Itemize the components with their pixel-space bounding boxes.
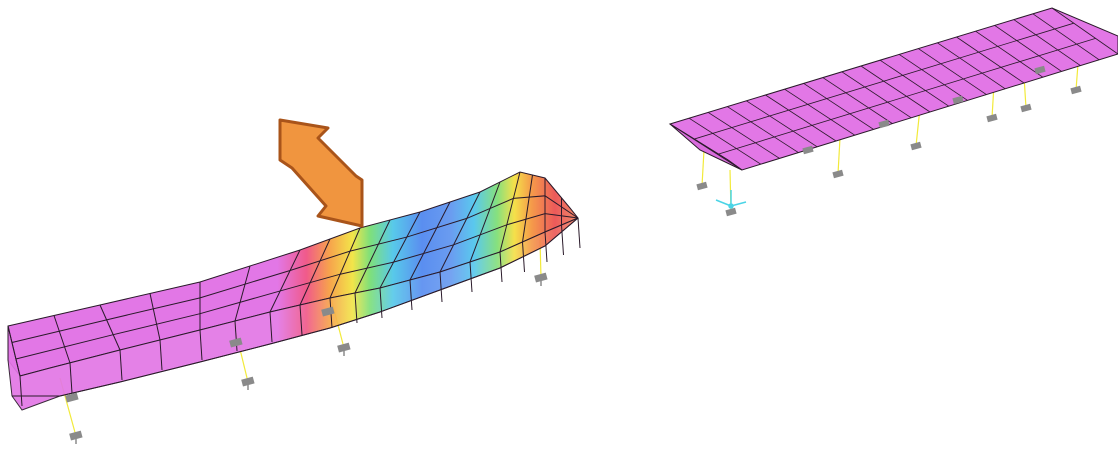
pin-support-icon	[1034, 65, 1046, 75]
mesh-line	[329, 227, 361, 299]
column	[1075, 63, 1079, 91]
pin-support-icon	[1070, 85, 1082, 95]
pin-support-icon	[321, 306, 335, 317]
mesh-line	[918, 48, 987, 95]
displacement-arrow	[278, 118, 364, 228]
mesh-line	[765, 94, 837, 142]
mesh-line	[439, 191, 481, 273]
mesh-line	[99, 304, 121, 351]
mesh-line	[19, 375, 23, 407]
mesh-lines-right	[669, 7, 1118, 171]
pin-support-icon	[725, 207, 737, 217]
mesh-line	[269, 311, 273, 343]
mesh-line	[561, 224, 564, 256]
mesh-line	[12, 217, 579, 397]
mesh-line	[1032, 13, 1100, 61]
mesh-line	[11, 195, 579, 343]
support-group	[65, 272, 548, 444]
mesh-line	[159, 339, 163, 371]
mesh-lines	[7, 171, 581, 407]
deformed-deck	[7, 171, 581, 411]
mesh-line	[784, 88, 856, 136]
mesh-line	[707, 112, 780, 159]
mesh-line	[1051, 7, 1118, 55]
column	[837, 137, 841, 175]
pin-support-icon	[229, 337, 243, 348]
mesh-line	[379, 211, 421, 289]
deformed-deck-view	[7, 118, 581, 444]
mesh-line	[688, 117, 762, 165]
mesh-line	[727, 106, 799, 153]
pin-support-icon	[802, 145, 814, 155]
mesh-line	[544, 231, 548, 263]
mesh-line	[841, 71, 912, 119]
mesh-line	[69, 362, 73, 394]
mesh-line	[669, 123, 743, 171]
pin-support-icon	[241, 376, 255, 390]
mesh-line	[937, 42, 1006, 90]
mesh-line	[469, 261, 473, 293]
mesh-line	[898, 54, 968, 101]
mesh-line	[234, 265, 251, 322]
pin-support-icon	[832, 169, 844, 179]
mesh-line	[7, 325, 21, 377]
mesh-line	[499, 171, 521, 253]
mesh-line	[119, 349, 123, 381]
mesh-line	[15, 213, 579, 360]
mesh-line	[469, 181, 501, 263]
mesh-line	[822, 77, 893, 124]
mesh-line	[269, 249, 301, 313]
mesh-line	[803, 83, 874, 130]
mesh-line	[746, 100, 818, 148]
pin-support-icon	[337, 342, 351, 356]
mesh-line	[577, 217, 581, 249]
mesh-line	[439, 271, 443, 303]
pin-support-icon	[69, 430, 83, 444]
mesh-line	[149, 293, 161, 341]
mesh-line	[354, 219, 391, 294]
mesh-line	[1013, 19, 1081, 66]
column	[701, 149, 705, 187]
mesh-line	[522, 174, 533, 243]
xyz-axis-triad-icon	[715, 190, 747, 209]
mesh-line	[409, 201, 451, 281]
deck-top-surface-right	[668, 7, 1118, 171]
mesh-line	[975, 30, 1044, 78]
pin-support-icon	[696, 181, 708, 191]
mesh-line	[354, 292, 358, 324]
mesh-line	[234, 320, 238, 352]
mesh-line	[717, 37, 1096, 155]
support-group-right	[696, 65, 1082, 217]
mesh-line	[199, 329, 203, 361]
mesh-line	[693, 22, 1074, 140]
pin-support-icon	[65, 392, 79, 403]
mesh-line	[956, 36, 1025, 84]
pin-support-icon	[878, 119, 890, 129]
mesh-line	[879, 59, 950, 107]
double-headed-arrow-icon	[278, 118, 364, 228]
pin-support-icon	[986, 113, 998, 123]
mesh-line	[379, 287, 383, 319]
mesh-line	[860, 65, 931, 113]
pin-support-icon	[910, 141, 922, 151]
pin-support-icon	[534, 272, 548, 286]
mesh-line	[994, 25, 1062, 72]
mesh-line	[409, 279, 413, 311]
mesh-line	[299, 238, 331, 306]
pin-support-icon	[1020, 103, 1032, 113]
mesh-line	[299, 304, 303, 336]
mesh-line	[53, 315, 71, 364]
pin-support-icon	[952, 95, 964, 105]
undeformed-deck-view	[668, 7, 1118, 217]
